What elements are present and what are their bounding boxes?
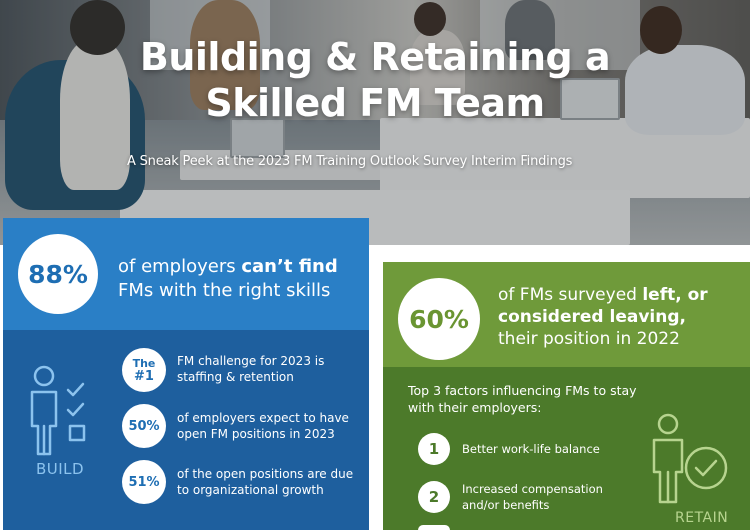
factor-text: Increased compensation and/or benefits xyxy=(462,482,603,512)
title-line-1: Building & Retaining a xyxy=(139,35,611,79)
build-headline-text: FMs with the right skills xyxy=(118,280,331,301)
build-label: BUILD xyxy=(35,460,85,478)
hero-overlay xyxy=(0,0,750,245)
build-headline: of employers can’t find FMs with the rig… xyxy=(118,255,358,303)
person-decoration xyxy=(410,30,465,105)
retain-stat-circle: 60% xyxy=(398,278,480,360)
person-decoration xyxy=(190,0,260,110)
build-headline-emphasis: can’t find xyxy=(241,256,338,277)
retain-headline-text: of FMs surveyed xyxy=(498,285,643,305)
factor-number: 2 xyxy=(418,481,450,513)
hero-banner: Building & Retaining a Skilled FM Team A… xyxy=(0,0,750,245)
retain-headline-emphasis: left, or considered leaving, xyxy=(498,285,708,327)
person-decoration xyxy=(70,0,125,55)
page-subtitle: A Sneak Peek at the 2023 FM Training Out… xyxy=(127,154,573,169)
build-headline-text: of employers xyxy=(118,256,242,277)
rank-badge-bottom: #1 xyxy=(134,369,154,384)
person-decoration xyxy=(625,45,745,135)
title-line-2: Skilled FM Team xyxy=(205,81,545,125)
person-decoration xyxy=(640,6,682,54)
person-decoration xyxy=(60,40,130,190)
person-checklist-icon xyxy=(30,365,86,456)
factor-number-partial xyxy=(418,525,450,530)
rank-badge-top: The xyxy=(132,357,156,370)
person-decoration xyxy=(505,0,555,60)
person-check-icon xyxy=(652,413,728,504)
build-stat-circle: 88% xyxy=(18,234,98,314)
retain-label: RETAIN xyxy=(675,510,729,526)
build-item-text: of employers expect to have open FM posi… xyxy=(177,411,349,441)
retain-headline: of FMs surveyed left, or considered leav… xyxy=(498,284,743,350)
monitor-decoration xyxy=(560,78,620,120)
person-decoration xyxy=(414,2,446,36)
stat-badge: 50% xyxy=(122,404,166,448)
factor-text: Better work-life balance xyxy=(462,442,600,456)
factor-number: 1 xyxy=(418,433,450,465)
retain-headline-text: their position in 2022 xyxy=(498,329,680,349)
retain-subhead: Top 3 factors influencing FMs to stay wi… xyxy=(408,383,637,415)
stat-badge: 51% xyxy=(122,460,166,504)
monitor-decoration xyxy=(230,118,285,158)
build-panel-body xyxy=(3,330,369,530)
build-item-text: FM challenge for 2023 is staffing & rete… xyxy=(177,354,325,384)
build-item-text: of the open positions are due to organiz… xyxy=(177,467,354,497)
page-title: Building & Retaining a Skilled FM Team xyxy=(0,34,750,126)
rank-badge: The #1 xyxy=(122,348,166,392)
